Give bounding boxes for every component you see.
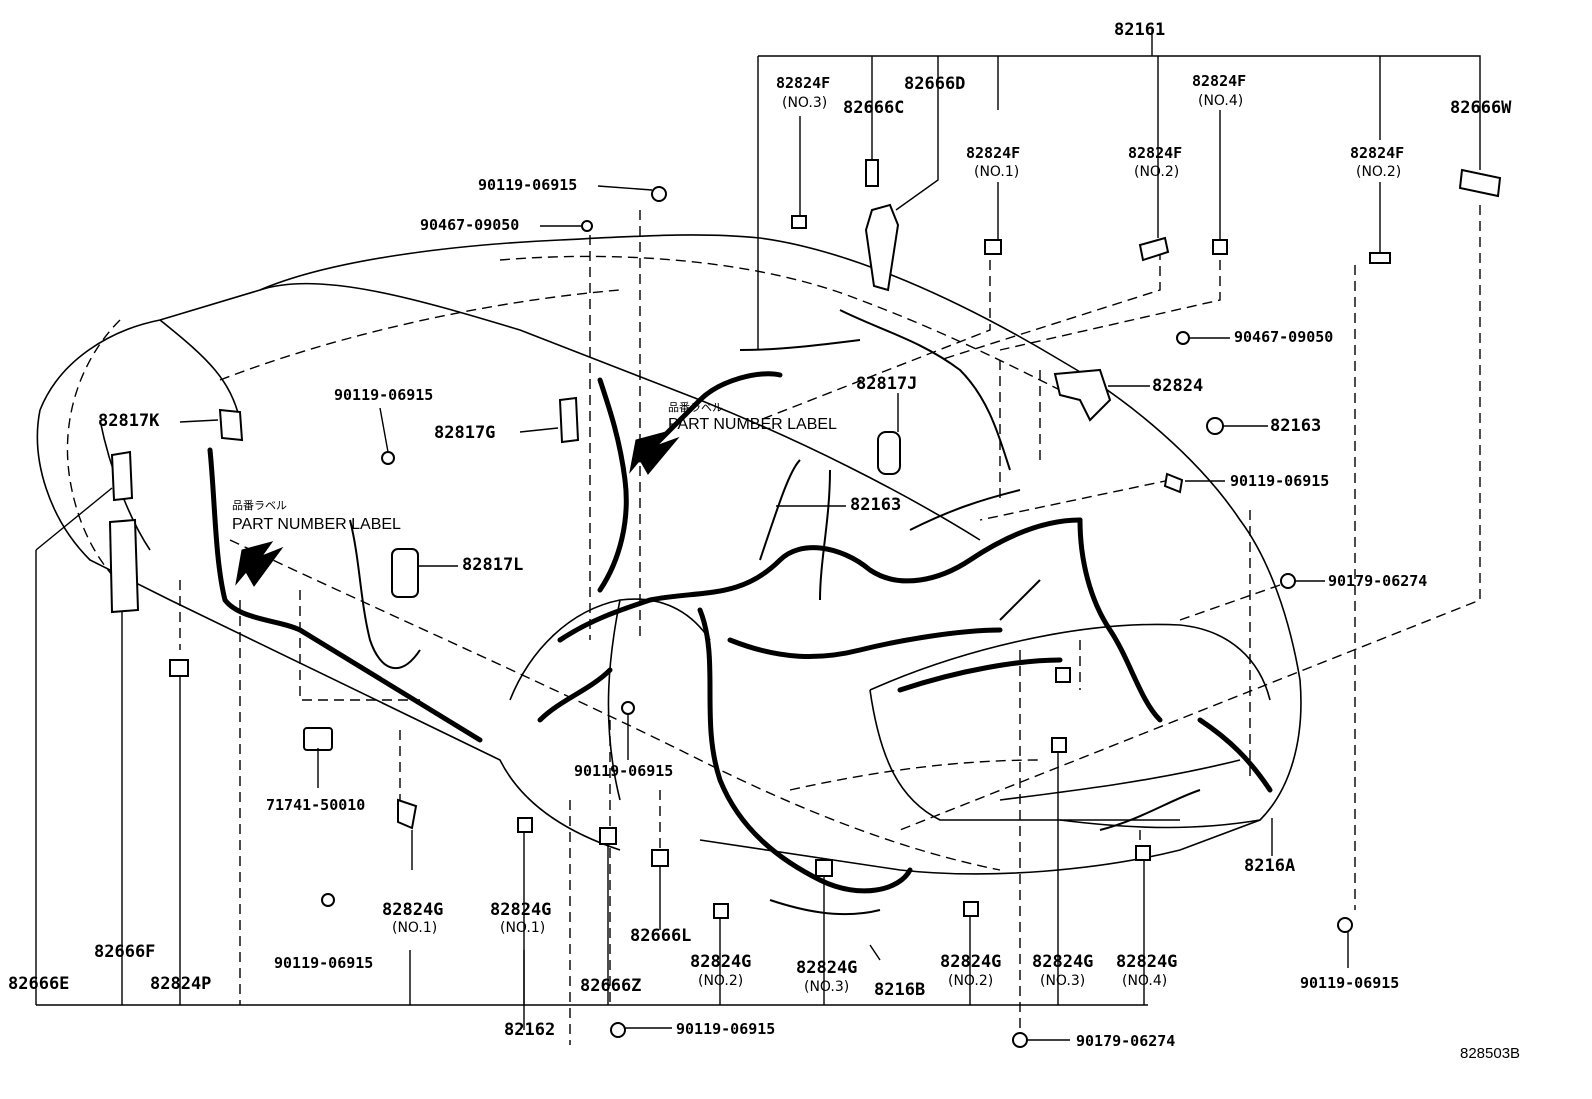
- label-8216b: 8216B: [874, 980, 926, 1000]
- label-8216a: 8216A: [1244, 856, 1296, 876]
- label-82817j: 82817J: [856, 374, 918, 394]
- part-number-arrows: [235, 431, 680, 587]
- label-82666w: 82666W: [1450, 98, 1512, 118]
- figure-id: 828503B: [1460, 1045, 1521, 1062]
- label-82817g: 82817G: [434, 423, 496, 443]
- label-82824g-no2a-sub: (NO.2): [698, 973, 744, 989]
- label-bolt-bottom-right: 90119-06915: [1300, 974, 1400, 992]
- label-nut-right: 90179-06274: [1328, 572, 1428, 590]
- car-body-outline: [36, 234, 1302, 875]
- label-jp-center: 品番ラベル: [668, 401, 723, 414]
- label-bolt-right-mid: 90119-06915: [1230, 472, 1330, 490]
- label-82824f-no3: 82824F: [776, 74, 831, 92]
- label-82824f-no1: 82824F: [966, 144, 1021, 162]
- label-bolt-bottom-center: 90119-06915: [676, 1020, 776, 1038]
- label-82824g-no3b: 82824G: [1032, 952, 1094, 972]
- label-clip-top: 90467-09050: [420, 216, 520, 234]
- label-part-number-left: PART NUMBER LABEL: [232, 516, 401, 533]
- label-82666e: 82666E: [8, 974, 70, 994]
- label-clip-right: 90467-09050: [1234, 328, 1334, 346]
- label-82824f-no3-sub: (NO.3): [782, 95, 828, 111]
- connectors-and-clips: [108, 159, 1502, 1048]
- label-82824f-no2b: 82824F: [1350, 144, 1405, 162]
- label-82163-mid: 82163: [850, 495, 902, 515]
- label-82162: 82162: [504, 1020, 556, 1040]
- label-82824f-no2b-sub: (NO.2): [1356, 164, 1402, 180]
- label-82824g-no1a-sub: (NO.1): [392, 920, 438, 936]
- label-part-number-center: PART NUMBER LABEL: [668, 416, 837, 433]
- label-82666d: 82666D: [904, 74, 966, 94]
- label-82666z: 82666Z: [580, 976, 642, 996]
- wire-harness-thin: [349, 309, 1201, 916]
- label-82824g-no1b: 82824G: [490, 900, 552, 920]
- label-82824g-no1a: 82824G: [382, 900, 444, 920]
- label-82824g-no2b-sub: (NO.2): [948, 973, 994, 989]
- label-82824g-no2b: 82824G: [940, 952, 1002, 972]
- label-82824f-no2a: 82824F: [1128, 144, 1183, 162]
- label-82824f-no2a-sub: (NO.2): [1134, 164, 1180, 180]
- label-82824g-no1b-sub: (NO.1): [500, 920, 546, 936]
- label-82666f: 82666F: [94, 942, 156, 962]
- label-bolt-left-mid: 90119-06915: [334, 386, 434, 404]
- label-82824p: 82824P: [150, 974, 212, 994]
- label-82817k: 82817K: [98, 411, 160, 431]
- label-82824f-no4-sub: (NO.4): [1198, 93, 1244, 109]
- label-82824: 82824: [1152, 376, 1204, 396]
- label-82666c: 82666C: [843, 98, 905, 118]
- label-71741-50010: 71741-50010: [266, 796, 366, 814]
- label-82824g-no4: 82824G: [1116, 952, 1178, 972]
- label-82824g-no3a: 82824G: [796, 958, 858, 978]
- leader-lines: [35, 30, 1481, 1041]
- label-bolt-bottom-left: 90119-06915: [274, 954, 374, 972]
- label-82163-top: 82163: [1270, 416, 1322, 436]
- body-dashed-lines: [66, 205, 1481, 1045]
- label-bolt-center-low: 90119-06915: [574, 762, 674, 780]
- wire-harness-bundles: [207, 371, 1273, 894]
- label-82824f-no1-sub: (NO.1): [974, 164, 1020, 180]
- label-82161: 82161: [1114, 20, 1166, 40]
- label-82666l: 82666L: [630, 926, 692, 946]
- label-bolt-top: 90119-06915: [478, 176, 578, 194]
- label-jp-left: 品番ラベル: [232, 499, 287, 512]
- label-82824g-no2a: 82824G: [690, 952, 752, 972]
- label-82824g-no4-sub: (NO.4): [1122, 973, 1168, 989]
- label-82824g-no3b-sub: (NO.3): [1040, 973, 1086, 989]
- label-82817l: 82817L: [462, 555, 524, 575]
- label-nut-bottom: 90179-06274: [1076, 1032, 1176, 1050]
- label-82824g-no3a-sub: (NO.3): [804, 979, 850, 995]
- label-82824f-no4: 82824F: [1192, 72, 1247, 90]
